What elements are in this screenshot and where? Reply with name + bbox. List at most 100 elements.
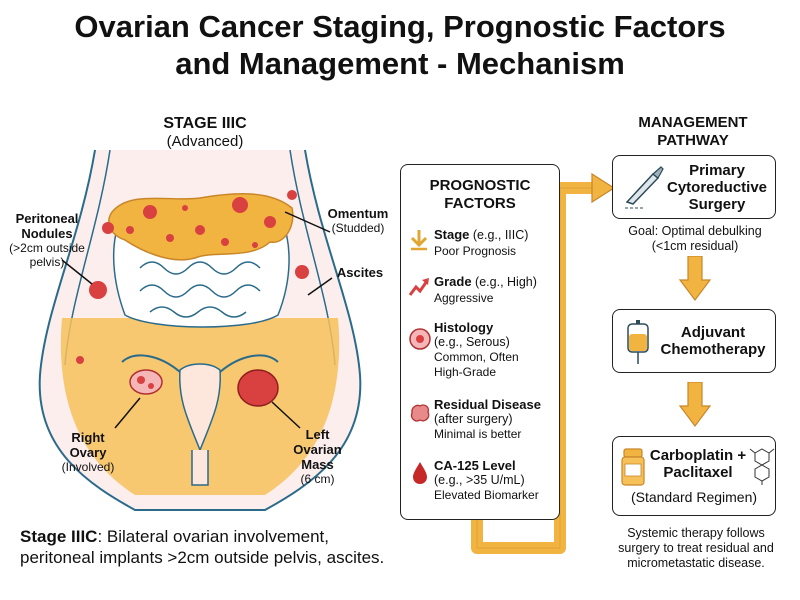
connector-arrowhead bbox=[591, 172, 616, 204]
factor-note-stage: (e.g., IIIC) bbox=[469, 228, 529, 242]
omental-implants bbox=[126, 197, 276, 248]
management-heading: MANAGEMENT PATHWAY bbox=[608, 114, 778, 150]
right-ovary-note: (Involved) bbox=[61, 460, 115, 474]
right-ovary-implant-2 bbox=[148, 383, 154, 389]
scalpel-icon bbox=[625, 166, 664, 209]
ascites-label: Ascites bbox=[325, 265, 395, 280]
peritoneal-nodules bbox=[76, 190, 309, 364]
right-ovary bbox=[129, 369, 163, 395]
down-arrow-2 bbox=[678, 382, 712, 427]
down-arrow-icon bbox=[410, 230, 428, 251]
ascites-title: Ascites bbox=[336, 265, 384, 280]
title-line-1: Ovarian Cancer Staging, Prognostic Facto… bbox=[74, 9, 726, 44]
right-ovary-implant bbox=[137, 376, 145, 384]
factor-note-grade: (e.g., High) bbox=[471, 275, 537, 289]
step-chemotherapy: Adjuvant Chemotherapy bbox=[612, 309, 776, 373]
factor-row-grade: Grade (e.g., High) Aggressive bbox=[408, 273, 556, 306]
prognostic-heading-2: FACTORS bbox=[444, 195, 516, 212]
abdomen-illustration bbox=[38, 150, 362, 511]
rising-arrow-icon bbox=[408, 278, 429, 296]
left-ovarian-mass bbox=[237, 369, 279, 407]
step-chemo-line-2: Chemotherapy bbox=[660, 341, 766, 358]
systemic-note-line-1: Systemic therapy follows bbox=[627, 526, 765, 540]
step-surgery-line-1: Primary bbox=[689, 162, 745, 179]
surgery-goal-line-2: (<1cm residual) bbox=[651, 239, 739, 253]
stage-heading-text: STAGE IIIC bbox=[163, 115, 247, 132]
page-title: Ovarian Cancer Staging, Prognostic Facto… bbox=[0, 8, 800, 82]
stage-caption-line-2: peritoneal implants >2cm outside pelvis,… bbox=[20, 548, 385, 567]
left-mass-title-3: Mass bbox=[301, 457, 334, 472]
molecule-icon bbox=[749, 448, 775, 485]
step-regimen-line-2: Paclitaxel bbox=[663, 464, 733, 481]
right-ovary-title-2: Ovary bbox=[69, 445, 107, 460]
factor-title-stage: Stage bbox=[434, 227, 470, 242]
left-fallopian-tube bbox=[219, 354, 279, 373]
omentum-label: Omentum (Studded) bbox=[318, 206, 398, 235]
cervix bbox=[191, 450, 209, 486]
step-regimen-sub: (Standard Regimen) bbox=[630, 489, 758, 505]
stage-heading: STAGE IIIC (Advanced) bbox=[120, 114, 290, 151]
left-mass-note: (6 cm) bbox=[300, 472, 335, 486]
systemic-note-line-2: surgery to treat residual and bbox=[618, 541, 774, 555]
step-regimen-line-1: Carboplatin + bbox=[649, 447, 747, 464]
step-surgery: Primary Cytoreductive Surgery bbox=[612, 155, 776, 219]
management-heading-1: MANAGEMENT bbox=[638, 114, 748, 131]
step-chemo-line-1: Adjuvant bbox=[680, 324, 746, 341]
label-pointers bbox=[61, 211, 333, 429]
factor-note-residual: (after surgery) bbox=[434, 412, 513, 426]
blood-drop-icon bbox=[413, 462, 427, 484]
factor-desc-residual: Minimal is better bbox=[434, 427, 522, 441]
down-arrow-1 bbox=[678, 256, 712, 301]
right-fallopian-tube bbox=[121, 354, 181, 373]
step-regimen: Carboplatin + Paclitaxel (Standard Regim… bbox=[612, 436, 776, 516]
right-ovary-label: Right Ovary (Involved) bbox=[48, 430, 128, 474]
stage-caption-bold: Stage IIIC bbox=[20, 527, 98, 546]
surgery-goal-line-1: Goal: Optimal debulking bbox=[628, 224, 762, 238]
omentum-note: (Studded) bbox=[331, 221, 385, 235]
pill-bottle-icon bbox=[621, 448, 645, 486]
left-mass-label: Left Ovarian Mass (6 cm) bbox=[280, 427, 355, 486]
right-ovary-title-1: Right bbox=[71, 430, 105, 445]
factor-row-ca125: CA-125 Level (e.g., >35 U/mL) Elevated B… bbox=[408, 458, 556, 503]
peritoneal-note-1: (>2cm outside bbox=[9, 241, 85, 255]
step-surgery-line-2: Cytoreductive bbox=[666, 179, 768, 196]
flow-connector bbox=[471, 172, 616, 554]
systemic-therapy-note: Systemic therapy follows surgery to trea… bbox=[606, 526, 786, 571]
step-chemo-text: Adjuvant Chemotherapy bbox=[653, 324, 773, 358]
peritoneal-note-2: pelvis) bbox=[29, 255, 65, 269]
uterus bbox=[179, 363, 221, 453]
factor-note-ca125: (e.g., >35 U/mL) bbox=[434, 473, 525, 487]
step-surgery-line-3: Surgery bbox=[688, 196, 746, 213]
omentum-title: Omentum bbox=[327, 206, 389, 221]
connector-path bbox=[471, 182, 595, 554]
step-surgery-text: Primary Cytoreductive Surgery bbox=[661, 162, 773, 213]
factor-desc-stage: Poor Prognosis bbox=[434, 244, 517, 258]
systemic-note-line-3: micrometastatic disease. bbox=[627, 556, 765, 570]
cell-icon bbox=[409, 328, 431, 350]
factor-row-stage: Stage (e.g., IIIC) Poor Prognosis bbox=[408, 226, 556, 259]
peritoneal-title-2: Nodules bbox=[21, 226, 73, 241]
factor-row-residual: Residual Disease (after surgery) Minimal… bbox=[408, 397, 556, 442]
factor-desc-ca125: Elevated Biomarker bbox=[434, 488, 539, 502]
stage-subheading: (Advanced) bbox=[166, 133, 244, 150]
stage-caption-line-1: : Bilateral ovarian involvement, bbox=[97, 527, 329, 546]
factor-title-ca125: CA-125 Level bbox=[434, 458, 516, 473]
left-mass-title-2: Ovarian bbox=[293, 442, 342, 457]
left-mass-title-1: Left bbox=[305, 427, 330, 442]
factor-title-histology: Histology bbox=[434, 320, 494, 335]
management-heading-2: PATHWAY bbox=[657, 132, 729, 149]
factor-desc-histology-1: Common, Often bbox=[434, 350, 519, 364]
factor-title-grade: Grade bbox=[434, 274, 472, 289]
title-line-2: and Management - Mechanism bbox=[175, 46, 625, 81]
factor-desc-histology-2: High-Grade bbox=[434, 365, 497, 379]
prognostic-heading: PROGNOSTIC FACTORS bbox=[401, 177, 559, 213]
factor-note-histology: (e.g., Serous) bbox=[434, 335, 510, 349]
surgery-goal: Goal: Optimal debulking (<1cm residual) bbox=[610, 224, 780, 254]
factor-desc-grade: Aggressive bbox=[434, 291, 494, 305]
step-regimen-text: Carboplatin + Paclitaxel bbox=[643, 447, 753, 481]
peritoneal-nodules-label: Peritoneal Nodules (>2cm outside pelvis) bbox=[2, 211, 92, 269]
factor-title-residual: Residual Disease bbox=[434, 397, 541, 412]
stage-caption: Stage IIIC: Bilateral ovarian involvemen… bbox=[20, 526, 400, 568]
tumor-icon bbox=[410, 404, 430, 422]
factor-row-histology: Histology (e.g., Serous) Common, Often H… bbox=[408, 320, 556, 380]
